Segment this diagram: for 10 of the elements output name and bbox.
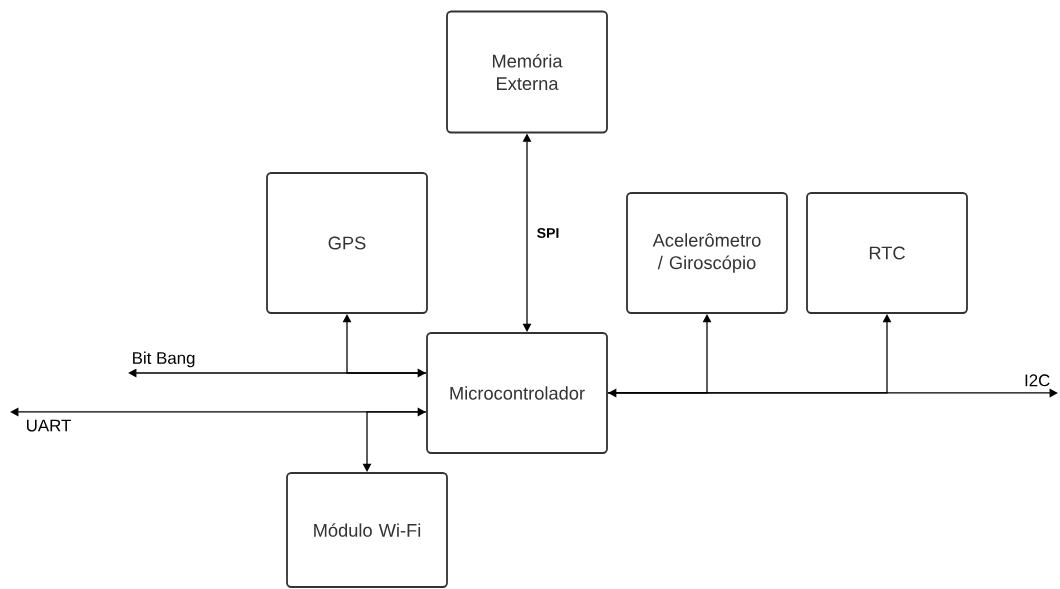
edge-label: Bit Bang bbox=[130, 350, 197, 369]
block-box: Microcontrolador bbox=[426, 332, 608, 454]
block-box: Acelerômetro / Giroscópio bbox=[626, 192, 788, 314]
block-box: RTC bbox=[806, 192, 968, 314]
block-box: Memória Externa bbox=[446, 10, 608, 134]
block-box: Módulo Wi-Fi bbox=[286, 472, 448, 588]
block-box: GPS bbox=[266, 172, 428, 314]
edge-label: SPI bbox=[535, 226, 561, 240]
edge-label: I2C bbox=[1022, 372, 1052, 388]
edge-label: UART bbox=[24, 418, 73, 433]
